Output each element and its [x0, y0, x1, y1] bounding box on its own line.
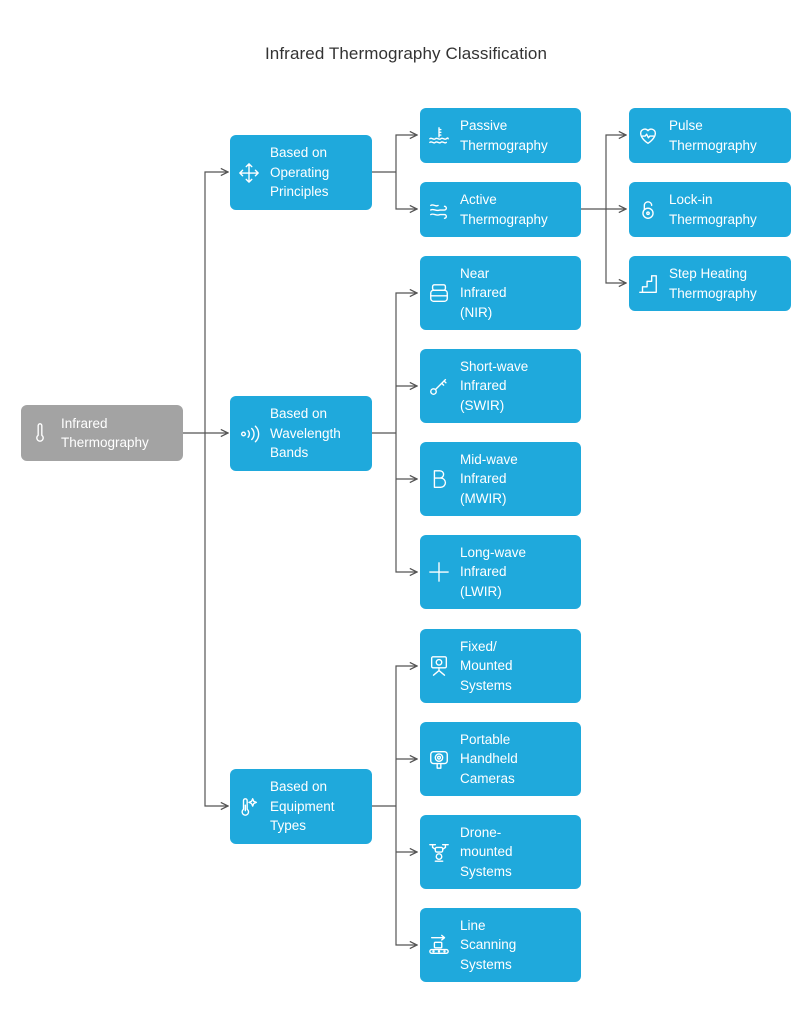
node-label: Infrared Thermography	[61, 415, 149, 451]
node-label: Active Thermography	[460, 192, 548, 227]
connector-cat-1-to-lwir	[395, 433, 417, 572]
heart-pulse-icon	[637, 125, 659, 147]
node-operating-principles[interactable]: Based on Operating Principles	[230, 135, 372, 210]
node-label: Step Heating Thermography	[669, 266, 757, 301]
move-arrows-icon	[238, 162, 260, 184]
node-portable-handheld-cameras[interactable]: Portable Handheld Cameras	[420, 722, 581, 796]
node-fixed-mounted-systems[interactable]: Fixed/ Mounted Systems	[420, 629, 581, 703]
node-active-thermography[interactable]: Active Thermography	[420, 182, 581, 237]
node-label: Long-wave Infrared (LWIR)	[460, 544, 527, 599]
node-infrared-thermography[interactable]: Infrared Thermography	[21, 405, 183, 461]
node-short-wave-infrared[interactable]: Short-wave Infrared (SWIR)	[420, 349, 581, 423]
node-label: Based on Wavelength Bands	[270, 406, 341, 461]
connector-cat-0-to-active	[395, 172, 417, 209]
connector-active-to-pulse	[605, 135, 626, 209]
node-label: Fixed/ Mounted Systems	[460, 638, 513, 693]
node-line-scanning-systems[interactable]: Line Scanning Systems	[420, 908, 581, 982]
signal-waves-icon	[238, 423, 260, 445]
node-drone-mounted-systems[interactable]: Drone- mounted Systems	[420, 815, 581, 889]
connector-active-to-step	[605, 209, 626, 283]
diagram-title: Infrared Thermography Classification	[264, 44, 548, 63]
node-step-heating-thermography[interactable]: Step Heating Thermography	[629, 256, 791, 311]
unlock-icon	[637, 199, 659, 221]
node-label: Near Infrared (NIR)	[460, 265, 507, 320]
connector-root-to-cat-0	[204, 172, 228, 433]
conveyor-scanner-icon	[428, 934, 450, 956]
node-mid-wave-infrared[interactable]: Mid-wave Infrared (MWIR)	[420, 442, 581, 516]
thermometer-icon	[29, 422, 51, 444]
node-near-infrared[interactable]: Near Infrared (NIR)	[420, 256, 581, 330]
plus-icon	[428, 561, 450, 583]
heat-flow-icon	[428, 199, 450, 221]
node-label: Based on Equipment Types	[270, 779, 335, 834]
handheld-camera-icon	[428, 748, 450, 770]
stairs-icon	[637, 273, 659, 295]
thermometer-sparkle-icon	[238, 796, 260, 818]
connector-cat-2-to-fixed	[395, 666, 417, 806]
drone-icon	[428, 841, 450, 863]
node-label: Lock-in Thermography	[669, 192, 757, 227]
node-wavelength-bands[interactable]: Based on Wavelength Bands	[230, 396, 372, 471]
node-label: Short-wave Infrared (SWIR)	[460, 358, 529, 413]
node-equipment-types[interactable]: Based on Equipment Types	[230, 769, 372, 844]
node-passive-thermography[interactable]: Passive Thermography	[420, 108, 581, 163]
node-pulse-thermography[interactable]: Pulse Thermography	[629, 108, 791, 163]
connector-cat-0-to-passive	[395, 135, 417, 172]
node-long-wave-infrared[interactable]: Long-wave Infrared (LWIR)	[420, 535, 581, 609]
node-label: Portable Handheld Cameras	[460, 731, 518, 786]
node-label: Line Scanning Systems	[460, 917, 517, 972]
heat-waves-thermometer-icon	[428, 125, 450, 147]
connector-cat-1-to-nir	[395, 293, 417, 433]
node-label: Drone- mounted Systems	[460, 824, 513, 879]
connector-root-to-cat-2	[204, 433, 228, 806]
letter-b-icon	[428, 468, 450, 490]
key-icon	[428, 375, 450, 397]
layers-box-icon	[428, 282, 450, 304]
node-lockin-thermography[interactable]: Lock-in Thermography	[629, 182, 791, 237]
node-label: Mid-wave Infrared (MWIR)	[460, 451, 518, 506]
node-label: Passive Thermography	[460, 118, 548, 153]
node-label: Pulse Thermography	[669, 118, 757, 153]
connector-cat-2-to-line	[395, 806, 417, 945]
mounted-camera-icon	[428, 655, 450, 677]
node-label: Based on Operating Principles	[270, 145, 330, 200]
